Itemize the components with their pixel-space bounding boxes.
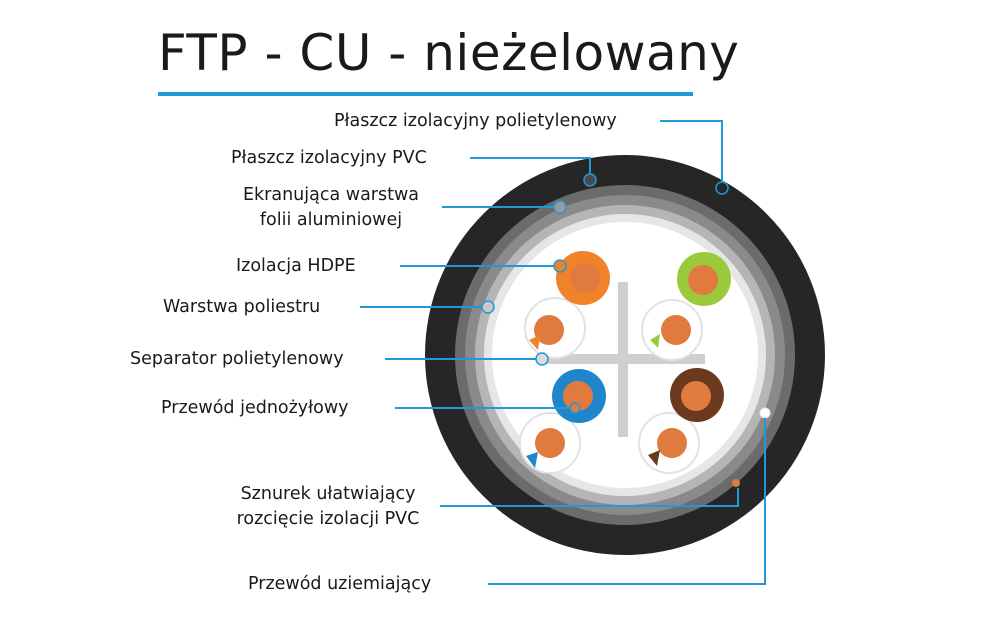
leader-dots	[481, 173, 729, 414]
label-outer-jacket: Płaszcz izolacyjny polietylenowy	[334, 111, 617, 131]
label-foil-line2: folii aluminiowej	[259, 210, 403, 230]
label-drain-wire: Przewód uziemiający	[248, 574, 432, 594]
blue-pair	[519, 369, 606, 474]
label-ripcord-line2: rozcięcie izolacji PVC	[236, 509, 420, 529]
green-pair	[641, 252, 731, 361]
label-separator: Separator polietylenowy	[130, 349, 344, 369]
leader-lines	[360, 120, 766, 585]
label-ripcord-line1: Sznurek ułatwiający	[240, 484, 416, 504]
drain-wire	[759, 407, 771, 419]
orange-pair	[524, 251, 610, 359]
page-title: FTP - CU - nieżelowany	[158, 24, 740, 82]
brown-pair	[638, 368, 724, 474]
label-pvc-jacket: Płaszcz izolacyjny PVC	[231, 148, 427, 168]
ripcord	[732, 479, 740, 487]
label-foil-line1: Ekranująca warstwa	[242, 185, 420, 205]
title-underline	[158, 92, 693, 96]
label-conductor: Przewód jednożyłowy	[161, 398, 349, 418]
polyethylene-separator	[540, 282, 705, 437]
label-hdpe: Izolacja HDPE	[236, 256, 356, 276]
label-polyester: Warstwa poliestru	[163, 297, 321, 317]
